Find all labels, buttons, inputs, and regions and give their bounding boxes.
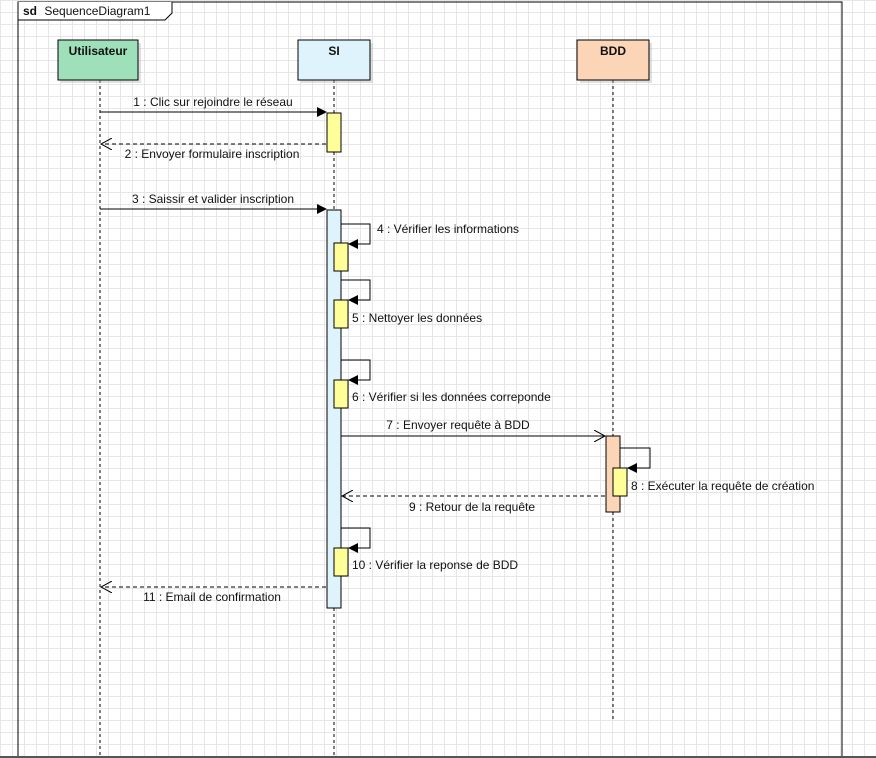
message-7[interactable]: 7 : Envoyer requête à BDD xyxy=(341,418,605,436)
message-label: 3 : Saissir et valider inscription xyxy=(132,192,294,206)
activation-bdd-nested-8 xyxy=(612,467,628,497)
message-label: 9 : Retour de la requête xyxy=(409,500,535,514)
message-11[interactable]: 11 : Email de confirmation xyxy=(101,587,326,604)
message-label: 8 : Exécuter la requête de création xyxy=(631,479,814,493)
activation-si-nested-10 xyxy=(333,547,349,577)
message-arrow xyxy=(341,527,371,553)
activation-si-nested-4 xyxy=(333,242,349,272)
frame-tab xyxy=(17,2,173,21)
frame-border xyxy=(17,1,843,758)
message-4[interactable]: 4 : Vérifier les informations xyxy=(341,222,519,249)
message-label: 1 : Clic sur rejoindre le réseau xyxy=(133,95,292,109)
participant-name: SI xyxy=(328,44,339,58)
frame-label: sd SequenceDiagram1 xyxy=(23,4,151,18)
message-label: 10 : Vérifier la reponse de BDD xyxy=(352,558,518,572)
message-label: 11 : Email de confirmation xyxy=(143,590,281,604)
message-label: 7 : Envoyer requête à BDD xyxy=(386,418,530,432)
message-arrow xyxy=(341,279,371,305)
participant-utilisateur[interactable]: Utilisateur xyxy=(57,39,141,83)
message-10[interactable]: 10 : Vérifier la reponse de BDD xyxy=(341,527,518,572)
participant-name: Utilisateur xyxy=(69,44,128,58)
message-1[interactable]: 1 : Clic sur rejoindre le réseau xyxy=(100,95,327,117)
diagram-frame: sd SequenceDiagram1 xyxy=(17,1,843,758)
message-label: 2 : Envoyer formulaire inscription xyxy=(125,147,300,161)
participant-box xyxy=(576,39,650,81)
frame-name: SequenceDiagram1 xyxy=(44,4,150,18)
participant-box xyxy=(57,39,139,81)
activation-si-nested-5 xyxy=(333,299,349,329)
activation-si-nested-6 xyxy=(333,379,349,409)
participant-box xyxy=(297,39,371,81)
participant-name: BDD xyxy=(600,44,626,58)
message-arrow xyxy=(341,223,371,249)
activation-si-1 xyxy=(326,112,342,153)
message-label: 5 : Nettoyer les données xyxy=(352,311,482,325)
message-3[interactable]: 3 : Saissir et valider inscription xyxy=(100,192,327,214)
message-8[interactable]: 8 : Exécuter la requête de création xyxy=(620,447,814,493)
message-2[interactable]: 2 : Envoyer formulaire inscription xyxy=(101,144,326,161)
message-label: 4 : Vérifier les informations xyxy=(377,222,519,236)
frame-kind: sd xyxy=(23,4,37,18)
message-label: 6 : Vérifier si les données correponde xyxy=(352,390,551,404)
participant-si[interactable]: SI xyxy=(297,39,373,83)
participant-bdd[interactable]: BDD xyxy=(576,39,652,83)
message-6[interactable]: 6 : Vérifier si les données correponde xyxy=(341,359,551,404)
message-9[interactable]: 9 : Retour de la requête xyxy=(342,496,605,514)
message-5[interactable]: 5 : Nettoyer les données xyxy=(341,279,482,325)
message-arrow xyxy=(620,447,651,473)
message-arrow xyxy=(341,359,371,385)
